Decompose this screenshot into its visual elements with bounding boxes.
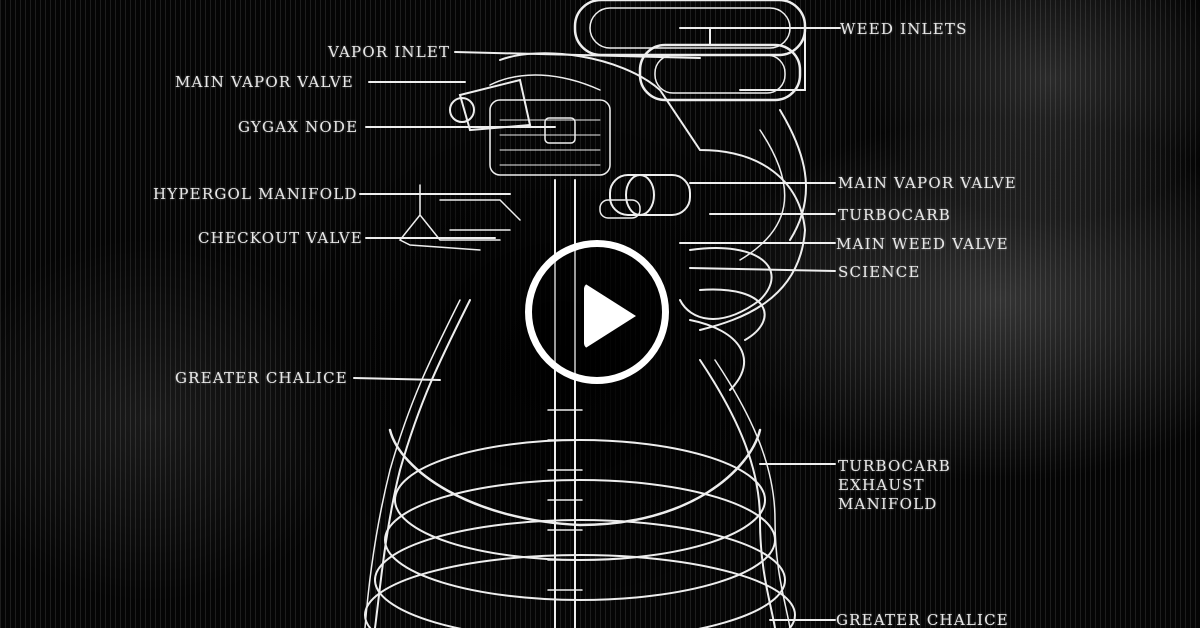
- label-line: EXHAUST: [838, 476, 925, 494]
- label-vapor-inlet: VAPOR INLET: [328, 43, 451, 61]
- label-main-vapor-valve-left: MAIN VAPOR VALVE: [175, 73, 354, 91]
- label-turbocarb: TURBOCARB: [838, 206, 951, 224]
- label-greater-chalice-left: GREATER CHALICE: [175, 369, 348, 387]
- label-main-weed-valve: MAIN WEED VALVE: [836, 235, 1009, 253]
- label-science: SCIENCE: [838, 263, 921, 281]
- label-greater-chalice-right: GREATER CHALICE: [836, 611, 1009, 628]
- label-checkout-valve: CHECKOUT VALVE: [198, 229, 363, 247]
- label-line: MANIFOLD: [838, 495, 938, 513]
- label-hypergol-manifold: HYPERGOL MANIFOLD: [153, 185, 358, 203]
- label-weed-inlets: WEED INLETS: [840, 20, 968, 38]
- label-main-vapor-valve-right: MAIN VAPOR VALVE: [838, 174, 1017, 192]
- play-icon: [584, 283, 636, 349]
- label-turbocarb-exhaust-manifold: TURBOCARB EXHAUST MANIFOLD: [838, 457, 951, 514]
- play-button[interactable]: [525, 240, 669, 384]
- label-gygax-node: GYGAX NODE: [238, 118, 359, 136]
- label-line: TURBOCARB: [838, 457, 951, 475]
